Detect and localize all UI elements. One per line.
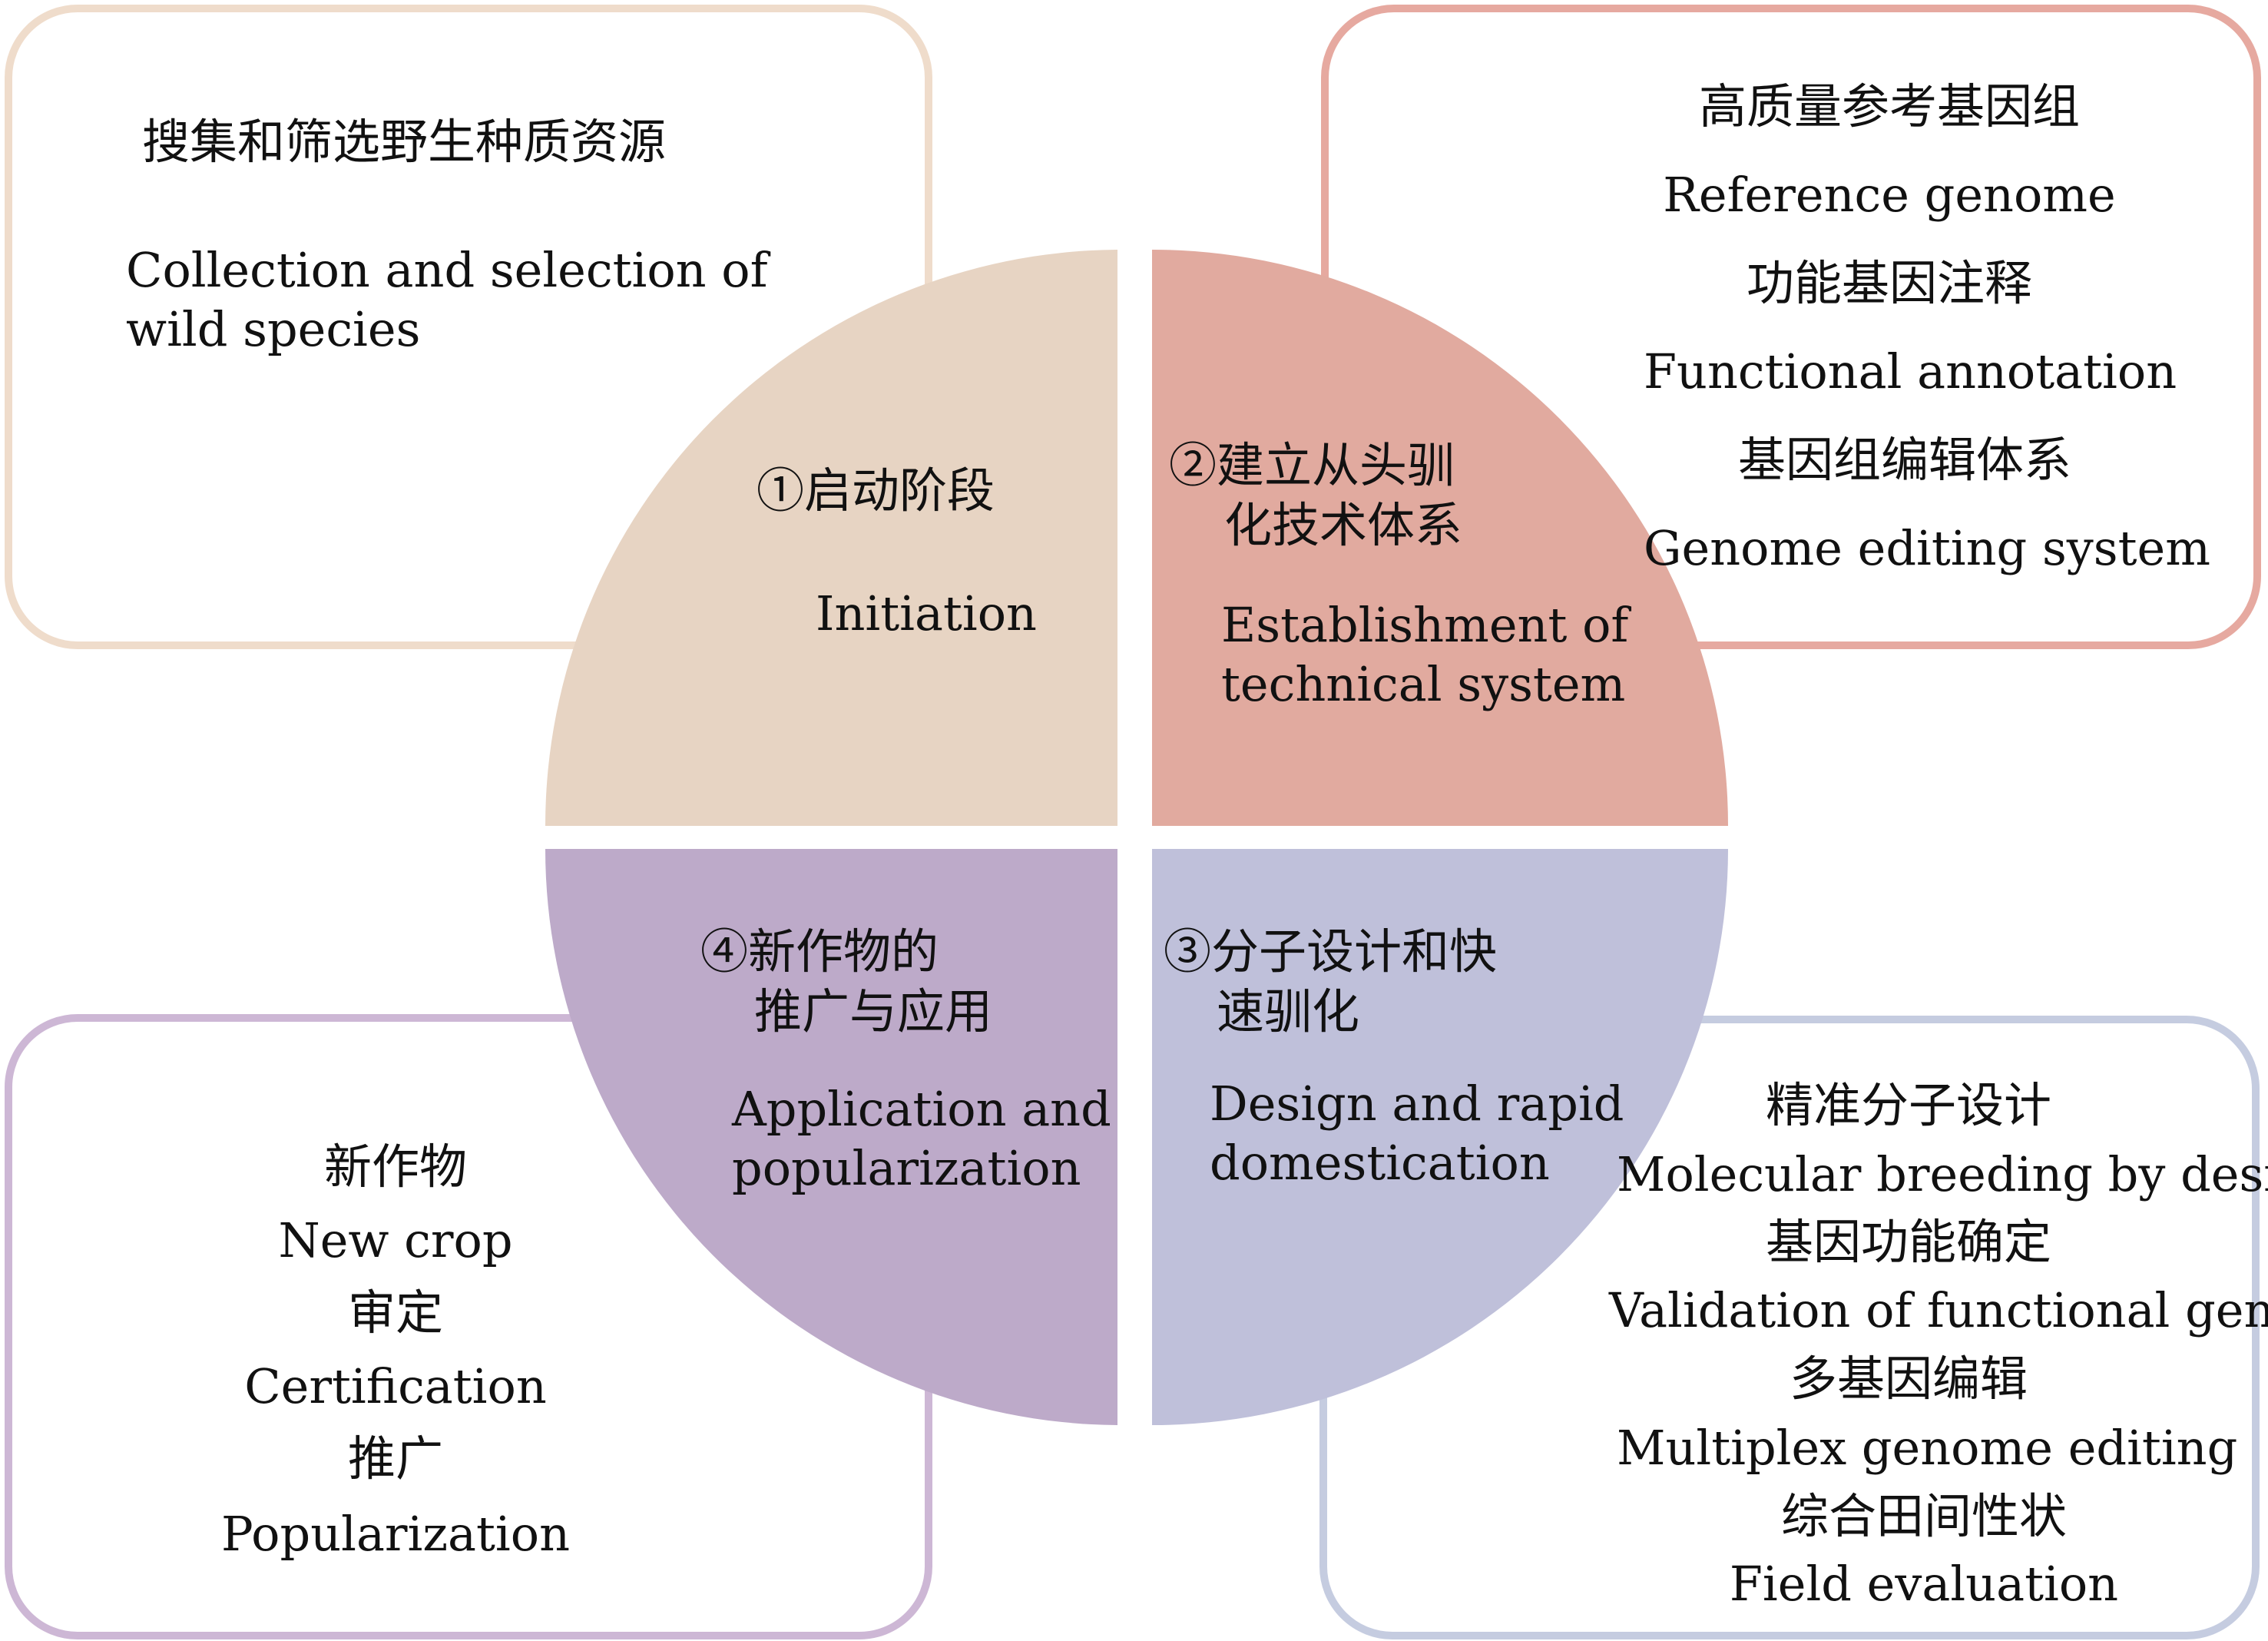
bl-line: New crop (278, 1212, 513, 1268)
tr-line: Genome editing system (1644, 520, 2211, 576)
quadrant-technical-system (1152, 250, 1728, 826)
br-line: Molecular breeding by design (1617, 1146, 2268, 1202)
q3-en-2: domestication (1210, 1135, 1550, 1191)
br-line: 综合田间性状 (1780, 1488, 2067, 1544)
quadrant-initiation (545, 250, 1117, 826)
br-line: 多基因编辑 (1789, 1351, 2028, 1407)
tr-line: Reference genome (1663, 167, 2116, 223)
tl-en-1: Collection and selection of (126, 242, 768, 298)
q2-zh-2: 化技术体系 (1224, 497, 1463, 553)
q1-zh: ①启动阶段 (757, 462, 995, 519)
bl-line: 审定 (347, 1285, 443, 1341)
q2-en-1: Establishment of (1221, 597, 1629, 653)
q4-en-2: popularization (732, 1140, 1081, 1196)
quadrant-application (545, 849, 1117, 1425)
q3-en-1: Design and rapid (1210, 1076, 1624, 1132)
tl-en-2: wild species (126, 301, 421, 357)
tl-zh: 搜集和筛选野生种质资源 (142, 114, 667, 170)
br-line: 基因功能确定 (1765, 1214, 2051, 1270)
br-line: Validation of functional genes (1609, 1282, 2268, 1338)
tr-line: 高质量参考基因组 (1698, 78, 2080, 134)
q3-zh-2: 速驯化 (1217, 983, 1360, 1039)
q2-en-2: technical system (1221, 656, 1626, 712)
bl-line: 推广 (347, 1430, 443, 1487)
br-line: Field evaluation (1729, 1556, 2119, 1612)
tr-line: Functional annotation (1644, 343, 2177, 399)
tr-line: 基因组编辑体系 (1737, 432, 2071, 488)
q4-en-1: Application and (732, 1081, 1111, 1137)
q1-en: Initiation (816, 585, 1037, 641)
q2-zh-1: ②建立从头驯 (1169, 437, 1455, 493)
br-line: 精准分子设计 (1765, 1077, 2051, 1133)
q4-zh-2: 推广与应用 (754, 983, 993, 1039)
q3-zh-1: ③分子设计和快 (1164, 923, 1498, 980)
q4-zh-1: ④新作物的 (700, 923, 939, 980)
quadrant-design-domestication (1152, 849, 1728, 1425)
bl-line: Certification (244, 1358, 547, 1414)
bl-line: Popularization (220, 1506, 571, 1562)
br-line: Multiplex genome editing (1617, 1420, 2238, 1476)
tr-line: 功能基因注释 (1746, 255, 2032, 311)
bl-line: 新作物 (323, 1139, 467, 1195)
